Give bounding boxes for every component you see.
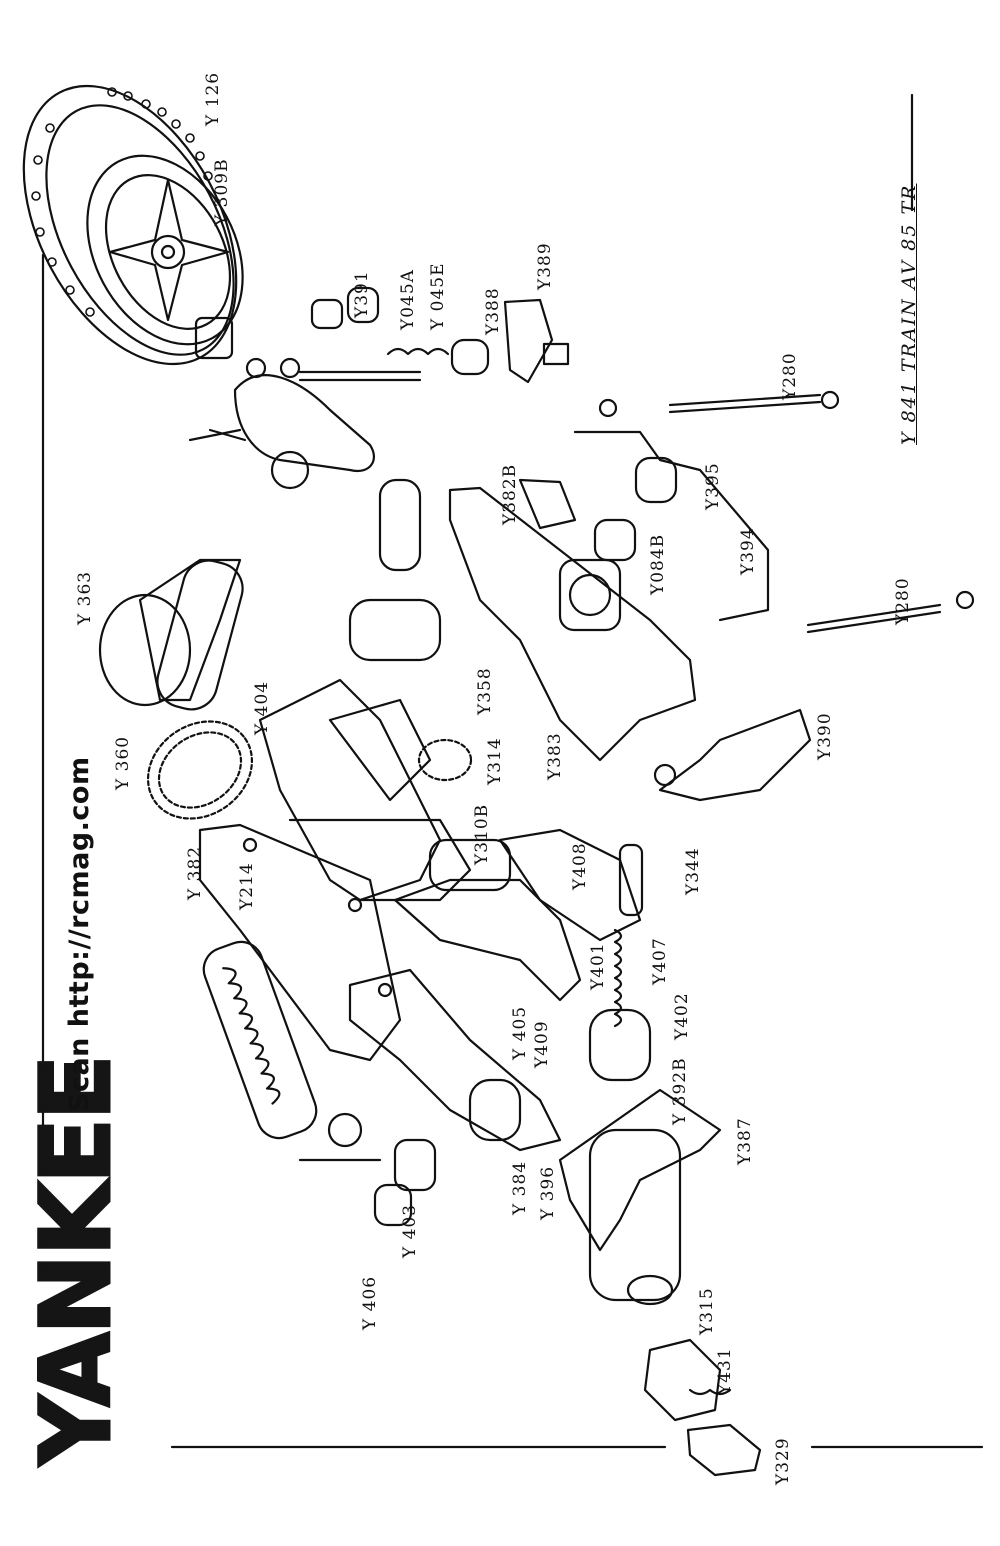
spur-gear (146, 720, 473, 820)
part-label-y408: Y408 (570, 842, 590, 890)
tire-tread-dots (31, 87, 213, 317)
ball-stud (298, 1138, 437, 1227)
part-label-y214: Y214 (237, 862, 257, 910)
shock-absorber (202, 940, 363, 1148)
part-label-y382b: Y382B (500, 463, 520, 525)
part-label-y389: Y389 (535, 242, 555, 290)
bellcrank-arm (653, 708, 812, 802)
part-label-y392b: Y 392B (670, 1057, 690, 1125)
part-label-y402: Y402 (672, 992, 692, 1040)
lower-a-arm (348, 968, 562, 1152)
part-label-y403: Y 403 (400, 1203, 420, 1258)
part-label-y126: Y 126 (203, 71, 223, 126)
part-label-y310b: Y310B (472, 803, 492, 865)
part-label-y309b: Y 309B (212, 158, 232, 226)
part-label-y407: Y407 (650, 937, 670, 985)
hex-nuts (643, 1338, 762, 1477)
part-label-y358: Y358 (475, 667, 495, 715)
hub-assembly (194, 286, 570, 384)
part-label-y387: Y387 (735, 1117, 755, 1165)
part-label-y045e: Y 045E (428, 262, 448, 330)
differential-housing (98, 558, 244, 711)
part-label-y391: Y391 (352, 270, 372, 318)
part-label-y404: Y 404 (252, 680, 272, 735)
sheet-title: Y 841 TRAIN AV 85 TR (898, 183, 920, 446)
part-label-y406: Y 406 (360, 1275, 380, 1330)
part-label-y344: Y344 (683, 847, 703, 895)
part-label-y384: Y 384 (510, 1160, 530, 1215)
part-label-y045a: Y045A (398, 269, 418, 330)
steering-arm (558, 1088, 722, 1306)
part-label-y315: Y315 (697, 1287, 717, 1335)
part-label-y383: Y383 (545, 732, 565, 780)
part-label-y329: Y329 (773, 1437, 793, 1485)
part-label-y360: Y 360 (113, 735, 133, 790)
part-label-y401: Y401 (588, 942, 608, 990)
part-label-y363: Y 363 (75, 570, 95, 625)
part-label-y280-top: Y280 (780, 352, 800, 400)
front-bulkhead (448, 478, 697, 762)
part-label-y314: Y314 (485, 737, 505, 785)
side-plate (198, 823, 402, 1062)
part-label-y390: Y390 (815, 712, 835, 760)
center-frame (258, 478, 512, 902)
part-label-y280-bottom: Y280 (893, 577, 913, 625)
right-link-rods (573, 390, 975, 634)
part-label-y405: Y 405 (510, 1005, 530, 1060)
part-label-y395: Y395 (703, 462, 723, 510)
part-label-y382: Y 382 (185, 845, 205, 900)
part-label-y394: Y394 (738, 527, 758, 575)
part-label-y388: Y388 (483, 287, 503, 335)
steering-knuckle (188, 374, 375, 490)
yankee-logo: YANKEE (19, 1055, 134, 1467)
scan-credit: Scan http://rcmag.com (64, 756, 95, 1112)
part-label-y431: Y431 (715, 1347, 735, 1395)
part-label-y396: Y 396 (538, 1165, 558, 1220)
turnbuckle-spring (613, 843, 644, 1028)
part-label-y084b: Y084B (648, 533, 668, 595)
part-label-y409: Y409 (532, 1020, 552, 1068)
